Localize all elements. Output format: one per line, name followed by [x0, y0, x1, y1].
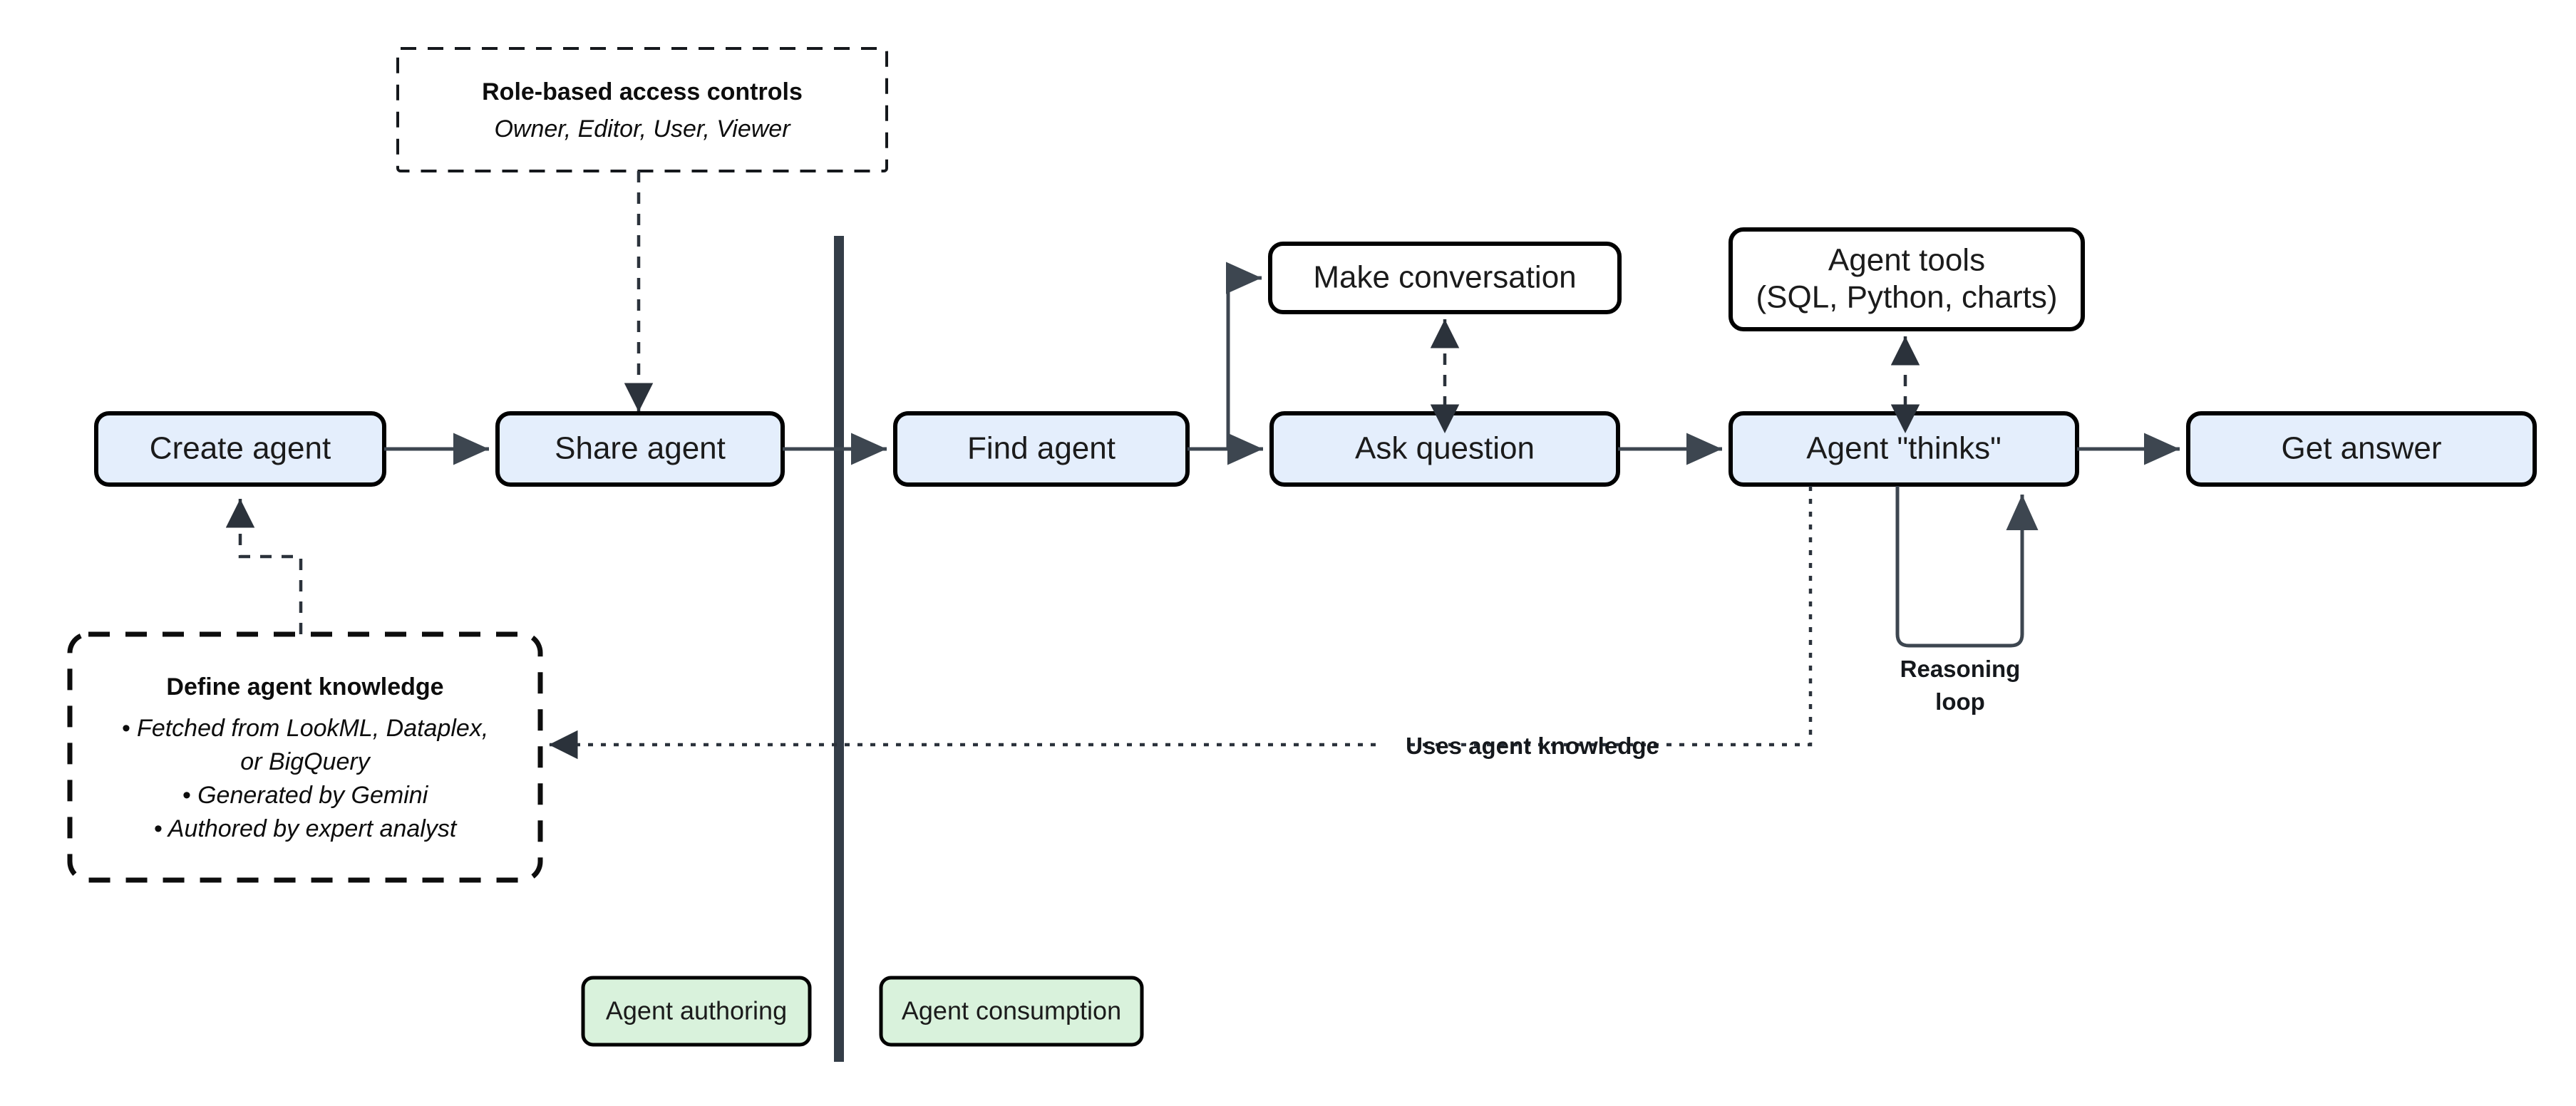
- secondary-box-agent-tools[interactable]: Agent tools (SQL, Python, charts): [1729, 227, 2085, 331]
- agent-knowledge-note-line-4: • Authored by expert analyst: [154, 815, 458, 842]
- process-box-ask-question[interactable]: Ask question: [1269, 411, 1620, 487]
- agent-consumption-rect[interactable]: [879, 976, 1144, 1047]
- agent-authoring-rect[interactable]: [581, 976, 812, 1047]
- ask-question-label: Ask question: [1355, 431, 1535, 466]
- get-answer-rect[interactable]: [2186, 411, 2537, 487]
- create-agent-label: Create agent: [150, 431, 331, 466]
- make-conversation-label: Make conversation: [1313, 260, 1576, 295]
- section-divider: [834, 236, 844, 1062]
- agent-tools-rect[interactable]: [1729, 227, 2085, 331]
- agent-knowledge-note-title: Define agent knowledge: [166, 673, 443, 701]
- find-agent-label: Find agent: [967, 431, 1116, 466]
- process-box-get-answer[interactable]: Get answer: [2186, 411, 2537, 487]
- agent-tools-label-line-1: Agent tools: [1828, 243, 1985, 278]
- legend-agent-consumption[interactable]: Agent consumption: [879, 976, 1144, 1047]
- share-agent-label: Share agent: [555, 431, 726, 466]
- legend-agent-authoring[interactable]: Agent authoring: [581, 976, 812, 1047]
- rbac-note-title: Role-based access controls: [482, 78, 803, 105]
- edge-find-to-make-conversation: [1226, 262, 1262, 449]
- get-answer-label: Get answer: [2282, 431, 2442, 466]
- uses-agent-knowledge-label: Uses agent knowledge: [1406, 733, 1659, 759]
- reasoning-loop-label-line-2: loop: [1935, 688, 1985, 715]
- agent-knowledge-note-border: [67, 631, 543, 883]
- edge-uses-agent-knowledge-right: [1404, 486, 1813, 747]
- secondary-box-make-conversation[interactable]: Make conversation: [1268, 242, 1622, 314]
- process-box-share-agent[interactable]: Share agent: [495, 411, 785, 487]
- agent-authoring-label: Agent authoring: [606, 996, 787, 1025]
- agent-knowledge-note: Define agent knowledge • Fetched from Lo…: [67, 631, 543, 883]
- reasoning-loop-label-line-1: Reasoning: [1900, 656, 2021, 682]
- make-conversation-rect[interactable]: [1268, 242, 1622, 314]
- rbac-note-line-1: Owner, Editor, User, Viewer: [494, 115, 791, 143]
- rbac-note: Role-based access controls Owner, Editor…: [396, 47, 888, 172]
- agent-knowledge-note-line-2: or BigQuery: [240, 748, 371, 775]
- agent-consumption-label: Agent consumption: [902, 996, 1121, 1025]
- agent-tools-label-line-2: (SQL, Python, charts): [1756, 280, 2057, 315]
- agent-knowledge-note-line-1: • Fetched from LookML, Dataplex,: [122, 715, 489, 742]
- process-box-find-agent[interactable]: Find agent: [893, 411, 1190, 487]
- process-box-create-agent[interactable]: Create agent: [94, 411, 386, 487]
- agent-knowledge-note-line-3: • Generated by Gemini: [182, 782, 429, 809]
- edge-knowledge-to-create-agent: [225, 499, 303, 634]
- agent-thinks-label: Agent "thinks": [1806, 431, 2001, 466]
- rbac-note-border: [396, 47, 888, 172]
- process-box-agent-thinks[interactable]: Agent "thinks": [1729, 411, 2079, 487]
- edge-reasoning-loop: [1895, 486, 2039, 648]
